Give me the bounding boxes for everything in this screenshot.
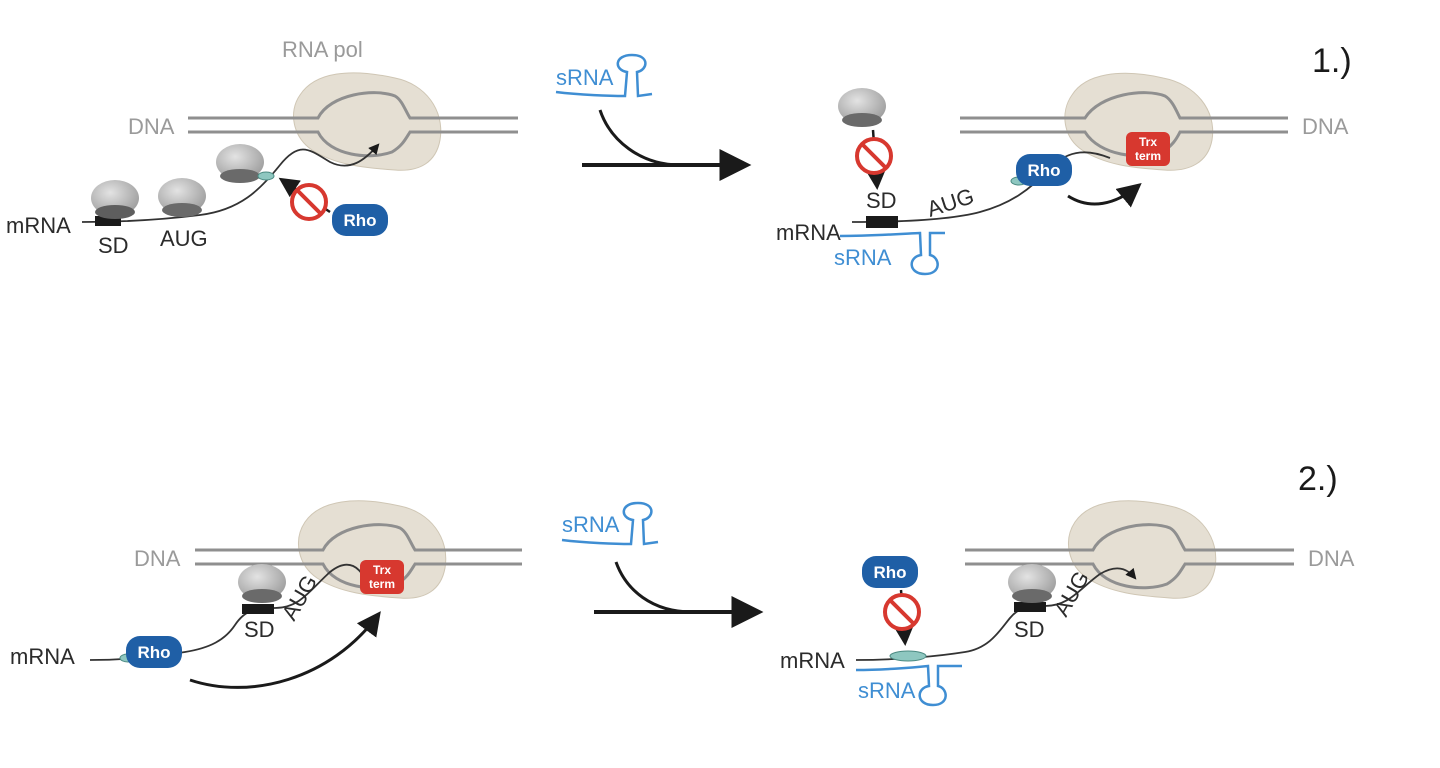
panel-1-number: 1.) xyxy=(1312,42,1352,80)
panel-1-left-scene: RNA pol DNA mRNA SD AUG xyxy=(6,37,518,258)
sd-site xyxy=(242,604,274,614)
sd-site xyxy=(95,216,121,226)
srna-hairpin-icon xyxy=(555,53,653,98)
no-entry-icon xyxy=(883,593,921,631)
dna-duplex xyxy=(965,523,1294,590)
sd-label: SD xyxy=(866,188,897,213)
ribosome xyxy=(91,180,139,219)
rna-pol-label: RNA pol xyxy=(282,37,363,62)
rho-factor: Rho xyxy=(332,204,388,236)
aug-label: AUG xyxy=(160,226,208,251)
ribosome xyxy=(838,88,886,127)
rho-translocation-arrow xyxy=(189,611,381,689)
term-label: term xyxy=(369,577,395,591)
mrna-label: mRNA xyxy=(6,213,71,238)
srna-label: sRNA xyxy=(562,512,620,537)
panel-1-right-scene: DNA mRNA SD AUG sRNA xyxy=(776,72,1349,276)
ribosome xyxy=(1008,564,1056,603)
srna-label: sRNA xyxy=(834,245,892,270)
reaction-arrow-2: sRNA xyxy=(561,501,764,628)
ribosome xyxy=(158,178,206,217)
panel-2-right-scene: DNA SD AUG mRNA sRNA Rho xyxy=(780,500,1355,707)
reaction-arrow-icon xyxy=(598,109,740,167)
rho-label: Rho xyxy=(873,563,906,582)
panel-1: 1.) RNA pol DNA xyxy=(6,37,1352,276)
dna-label: DNA xyxy=(134,546,181,571)
srna-hairpin-icon xyxy=(561,501,659,546)
panel-2: 2.) DNA SD AUG mRNA Rho xyxy=(10,460,1355,707)
mrna-label: mRNA xyxy=(780,648,845,673)
no-entry-icon xyxy=(290,183,328,221)
sd-label: SD xyxy=(98,233,129,258)
srna-bound xyxy=(855,664,962,707)
dna-label: DNA xyxy=(1302,114,1349,139)
trx-label: Trx xyxy=(373,563,391,577)
nascent-mrna xyxy=(851,151,1111,223)
reaction-arrow-icon xyxy=(614,561,752,614)
rut-site xyxy=(889,650,927,662)
dna-label: DNA xyxy=(1308,546,1355,571)
reaction-arrow-1: sRNA xyxy=(555,53,752,181)
srna-label: sRNA xyxy=(556,65,614,90)
rho-label: Rho xyxy=(137,643,170,662)
transcription-terminator: Trx term xyxy=(1126,132,1170,166)
trx-label: Trx xyxy=(1139,135,1157,149)
rho-factor: Rho xyxy=(126,636,182,668)
panel-2-left-scene: DNA SD AUG mRNA Rho Trx ter xyxy=(10,500,522,689)
sd-site xyxy=(1014,602,1046,612)
rho-label: Rho xyxy=(343,211,376,230)
rho-factor: Rho xyxy=(862,556,918,588)
dna-label: DNA xyxy=(128,114,175,139)
srna-label: sRNA xyxy=(858,678,916,703)
aug-label: AUG xyxy=(924,183,977,222)
rho-factor: Rho xyxy=(1016,154,1072,186)
term-label: term xyxy=(1135,149,1161,163)
ribosome xyxy=(238,564,286,603)
sd-label: SD xyxy=(1014,617,1045,642)
dna-duplex xyxy=(188,91,518,158)
no-entry-icon xyxy=(855,137,893,175)
sd-label: SD xyxy=(244,617,275,642)
rut-site xyxy=(257,171,275,181)
rho-translocation-arrow xyxy=(1067,182,1142,208)
transcription-terminator: Trx term xyxy=(360,560,404,594)
sd-site xyxy=(866,216,898,228)
rho-label: Rho xyxy=(1027,161,1060,180)
panel-2-number: 2.) xyxy=(1298,460,1338,498)
ribosome xyxy=(216,144,264,183)
srna-bound xyxy=(839,231,945,276)
mrna-label: mRNA xyxy=(10,644,75,669)
mrna-label: mRNA xyxy=(776,220,841,245)
